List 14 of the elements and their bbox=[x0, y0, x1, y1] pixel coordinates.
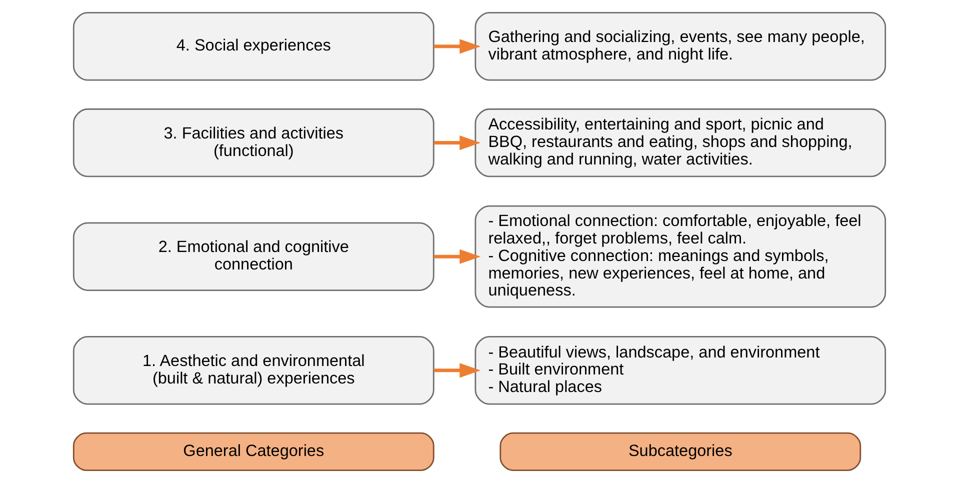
node-box: 2. Emotional and cognitive connection bbox=[72, 222, 434, 291]
node-box: General Categories bbox=[72, 432, 434, 471]
node-box: 3. Facilities and activities (functional) bbox=[72, 108, 434, 178]
node-box: - Beautiful views, landscape, and environment - Built environment - Natural places bbox=[474, 336, 886, 405]
arrow bbox=[434, 249, 481, 264]
node-box: Subcategories bbox=[500, 432, 862, 471]
node-box: Gathering and socializing, events, see many people, vibrant atmosphere, and night life. bbox=[474, 12, 886, 81]
arrow bbox=[434, 135, 481, 150]
arrow bbox=[434, 363, 481, 378]
node-box: 1. Aesthetic and environmental (built & natural) experiences bbox=[72, 336, 434, 405]
arrow bbox=[434, 39, 481, 54]
node-box: 4. Social experiences bbox=[72, 12, 434, 81]
node-box: Accessibility, entertaining and sport, picnic and BBQ, restaurants and eating, shops and shopping, walking and running, water activities. bbox=[474, 108, 886, 178]
node-box: - Emotional connection: comfortable, enjoyable, feel relaxed,, forget problems, feel calm. - Cognitive connection: meanings and symbols, memories, new experiences, feel at home, and uniqueness. bbox=[474, 205, 886, 308]
